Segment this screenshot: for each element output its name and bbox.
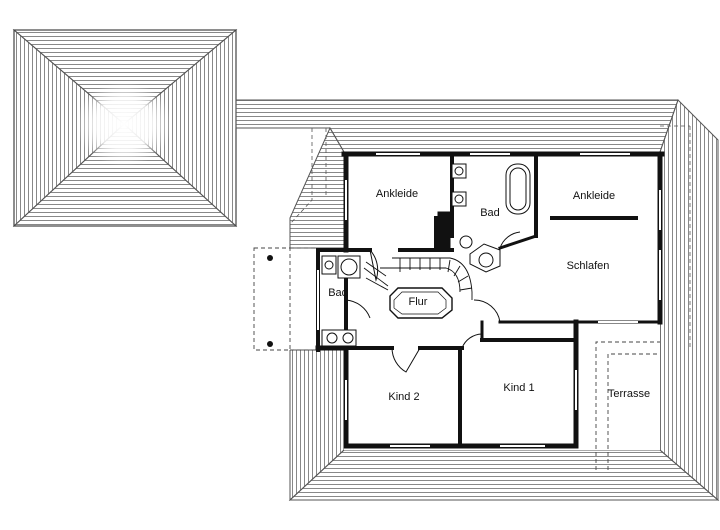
doors <box>345 231 521 373</box>
staircase <box>363 257 473 319</box>
room-label-ankleide-right: Ankleide <box>573 190 615 202</box>
balcony-left <box>253 247 318 351</box>
roof-left-pavilion <box>12 28 238 228</box>
room-label-bad-left: Bad <box>328 287 348 299</box>
room-label-bad-top: Bad <box>480 207 500 219</box>
room-label-schlafen: Schlafen <box>567 260 610 272</box>
bad-top-fixtures <box>437 163 531 273</box>
room-label-ankleide-left: Ankleide <box>376 188 418 200</box>
room-label-kind2: Kind 2 <box>388 391 419 403</box>
room-label-flur: Flur <box>409 296 428 308</box>
windows <box>317 153 661 447</box>
room-label-kind1: Kind 1 <box>503 382 534 394</box>
room-label-terrasse: Terrasse <box>608 388 650 400</box>
room-labels: Ankleide Bad Ankleide Schlafen Bad Flur … <box>328 188 650 403</box>
bad-left-fixtures <box>321 255 361 347</box>
terrasse-area <box>574 322 660 470</box>
roof-main <box>235 99 720 502</box>
